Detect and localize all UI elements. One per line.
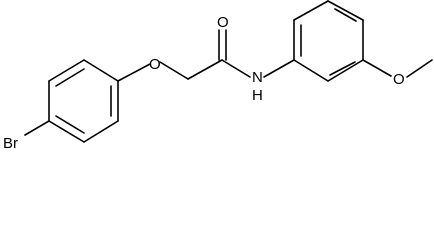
bond-c-br xyxy=(24,120,50,136)
methoxyphenyl-ring xyxy=(293,0,364,82)
methoxy-oxygen-label: O xyxy=(393,71,405,88)
structure-canvas: Br O O N H O xyxy=(3,0,433,152)
bromine-label: Br xyxy=(3,135,18,152)
bond xyxy=(48,120,85,143)
bromophenyl-ring xyxy=(48,59,119,143)
bond-c-o-methoxy xyxy=(362,59,392,77)
bond-double-inner xyxy=(55,68,85,87)
bond-o-ch3 xyxy=(406,59,433,78)
bond xyxy=(327,59,364,82)
ether-oxygen-label: O xyxy=(149,56,161,73)
bond xyxy=(327,0,364,21)
bond-o-ch2 xyxy=(159,61,189,80)
bond-double-inner xyxy=(55,115,85,134)
bond xyxy=(83,59,119,82)
bond xyxy=(293,59,329,82)
bond xyxy=(48,59,85,82)
bond-ch2-co xyxy=(187,59,223,80)
amide-hydrogen-label: H xyxy=(252,87,263,104)
bond-double-inner xyxy=(329,61,356,76)
bond xyxy=(83,120,119,143)
amide-nitrogen-label: N xyxy=(252,69,263,86)
molecule-diagram: Br O O N H O xyxy=(3,0,433,152)
bond-double-inner xyxy=(334,8,357,22)
bond-n-ring xyxy=(263,59,295,78)
bond-c-n xyxy=(221,59,251,78)
bond-c-o xyxy=(117,63,151,82)
bond xyxy=(293,0,329,21)
carbonyl-oxygen-label: O xyxy=(217,14,229,31)
